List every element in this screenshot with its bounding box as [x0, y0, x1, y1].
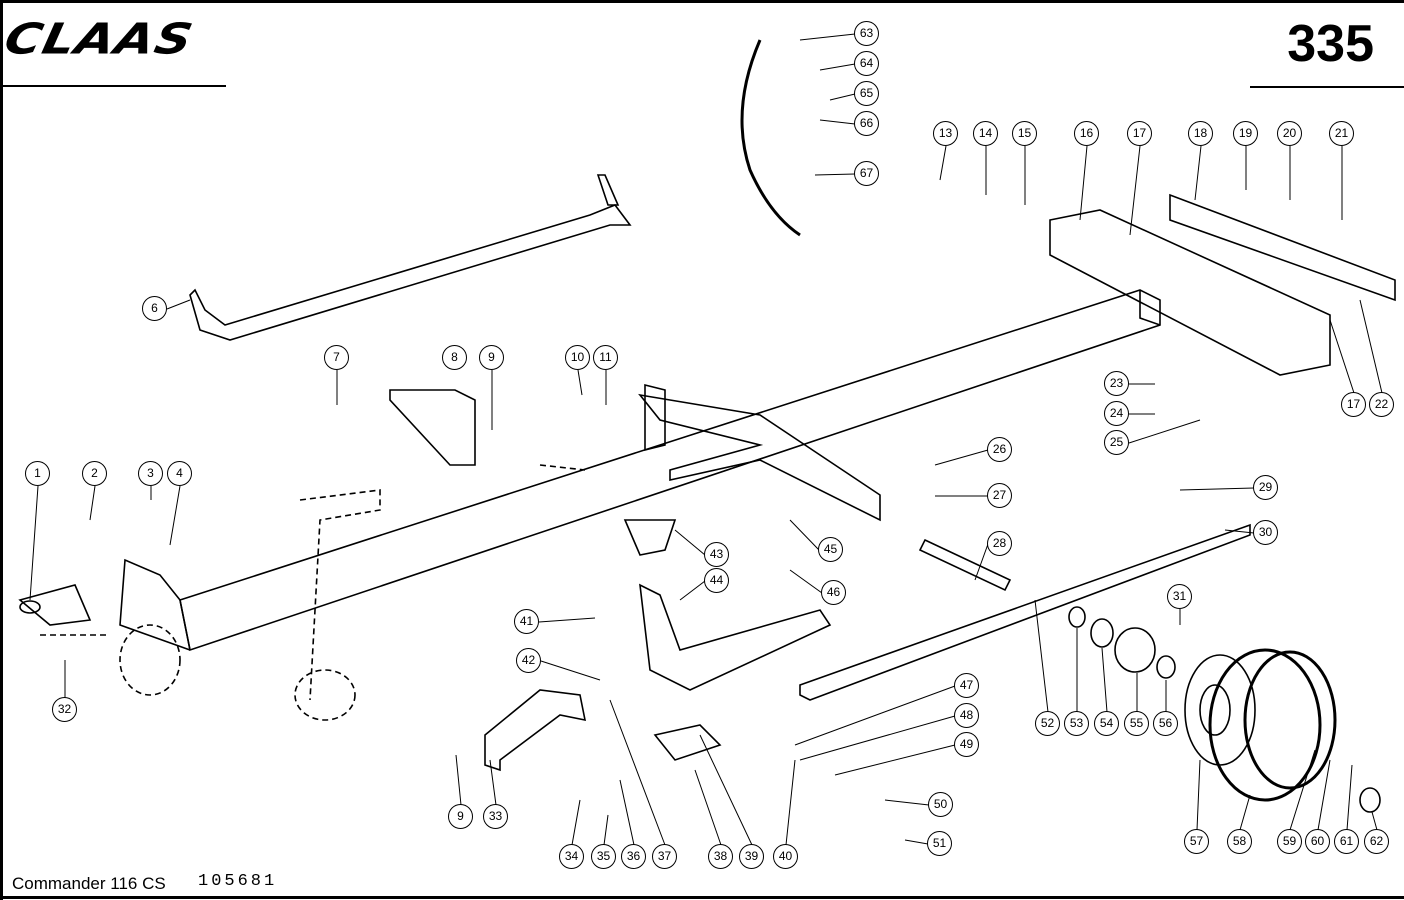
- part-callout-32: 32: [52, 697, 77, 722]
- part-callout-21: 21: [1329, 121, 1354, 146]
- part-callout-2: 2: [82, 461, 107, 486]
- part-callout-40: 40: [773, 844, 798, 869]
- frame-border-top: [0, 0, 1404, 3]
- model-name: Commander 116 CS: [12, 874, 166, 893]
- part-callout-24: 24: [1104, 401, 1129, 426]
- header-rule-left: [0, 85, 226, 87]
- part-callout-13: 13: [933, 121, 958, 146]
- part-callout-41: 41: [514, 609, 539, 634]
- part-callout-18: 18: [1188, 121, 1213, 146]
- frame-border-left: [0, 0, 3, 900]
- part-callout-44: 44: [704, 568, 729, 593]
- upper-rail: [189, 174, 632, 341]
- part-callout-63: 63: [854, 21, 879, 46]
- part-callout-16: 16: [1074, 121, 1099, 146]
- part-callout-65: 65: [854, 81, 879, 106]
- bracket-33: [484, 689, 587, 772]
- part-callout-29: 29: [1253, 475, 1278, 500]
- part-callout-58: 58: [1227, 829, 1252, 854]
- rear-beam: [1049, 193, 1396, 376]
- part-callout-33: 33: [483, 804, 508, 829]
- part-callout-59: 59: [1277, 829, 1302, 854]
- part-callout-14: 14: [973, 121, 998, 146]
- part-callout-56: 56: [1153, 711, 1178, 736]
- bearings: [1068, 606, 1381, 813]
- part-callout-1: 1: [25, 461, 50, 486]
- part-callout-23: 23: [1104, 371, 1129, 396]
- part-callout-6: 6: [142, 296, 167, 321]
- part-callout-62: 62: [1364, 829, 1389, 854]
- part-callout-34: 34: [559, 844, 584, 869]
- main-frame-beam: [119, 289, 1161, 652]
- part-callout-38: 38: [708, 844, 733, 869]
- part-callout-9: 9: [479, 345, 504, 370]
- part-callout-43: 43: [704, 542, 729, 567]
- part-callout-39: 39: [739, 844, 764, 869]
- lower-axle-bar: [799, 523, 1251, 701]
- coupling-eye-1: [18, 584, 92, 626]
- part-callout-22: 22: [1369, 392, 1394, 417]
- part-callout-67: 67: [854, 161, 879, 186]
- page-number: 335: [1287, 15, 1374, 73]
- bracket-8: [389, 389, 476, 466]
- part-callout-4: 4: [167, 461, 192, 486]
- part-callout-35: 35: [591, 844, 616, 869]
- chain-63: [740, 39, 801, 237]
- part-callout-37: 37: [652, 844, 677, 869]
- part-callout-52: 52: [1035, 711, 1060, 736]
- header-rule-right: [1250, 86, 1404, 88]
- part-callout-42: 42: [516, 648, 541, 673]
- part-callout-7: 7: [324, 345, 349, 370]
- part-callout-53: 53: [1064, 711, 1089, 736]
- part-callout-61: 61: [1334, 829, 1359, 854]
- part-callout-15: 15: [1012, 121, 1037, 146]
- leader-lines: [29, 33, 1383, 846]
- plate-39: [653, 724, 722, 761]
- part-callout-50: 50: [928, 792, 953, 817]
- part-callout-17: 17: [1341, 392, 1366, 417]
- part-callout-46: 46: [821, 580, 846, 605]
- part-callout-9: 9: [448, 804, 473, 829]
- part-callout-26: 26: [987, 437, 1012, 462]
- cross-drawbar: [638, 383, 881, 522]
- part-callout-47: 47: [954, 673, 979, 698]
- part-callout-55: 55: [1124, 711, 1149, 736]
- part-callout-64: 64: [854, 51, 879, 76]
- part-callout-8: 8: [442, 345, 467, 370]
- part-callout-3: 3: [138, 461, 163, 486]
- diagram-part-number: 105681: [198, 872, 278, 891]
- part-callout-51: 51: [927, 831, 952, 856]
- part-callout-57: 57: [1184, 829, 1209, 854]
- part-callout-11: 11: [593, 345, 618, 370]
- part-callout-17: 17: [1127, 121, 1152, 146]
- part-callout-45: 45: [818, 537, 843, 562]
- part-callout-19: 19: [1233, 121, 1258, 146]
- part-callout-54: 54: [1094, 711, 1119, 736]
- part-callout-25: 25: [1104, 430, 1129, 455]
- part-callout-60: 60: [1305, 829, 1330, 854]
- part-callout-20: 20: [1277, 121, 1302, 146]
- tire-58: [1208, 648, 1337, 802]
- part-callout-28: 28: [987, 531, 1012, 556]
- support-bracket-44: [623, 519, 832, 691]
- frame-border-bottom: [0, 896, 1404, 899]
- part-callout-30: 30: [1253, 520, 1278, 545]
- part-callout-48: 48: [954, 703, 979, 728]
- part-callout-27: 27: [987, 483, 1012, 508]
- part-callout-66: 66: [854, 111, 879, 136]
- part-callout-36: 36: [621, 844, 646, 869]
- part-callout-10: 10: [565, 345, 590, 370]
- part-callout-49: 49: [954, 732, 979, 757]
- dashed-support-wheel: [40, 464, 586, 721]
- part-callout-31: 31: [1167, 584, 1192, 609]
